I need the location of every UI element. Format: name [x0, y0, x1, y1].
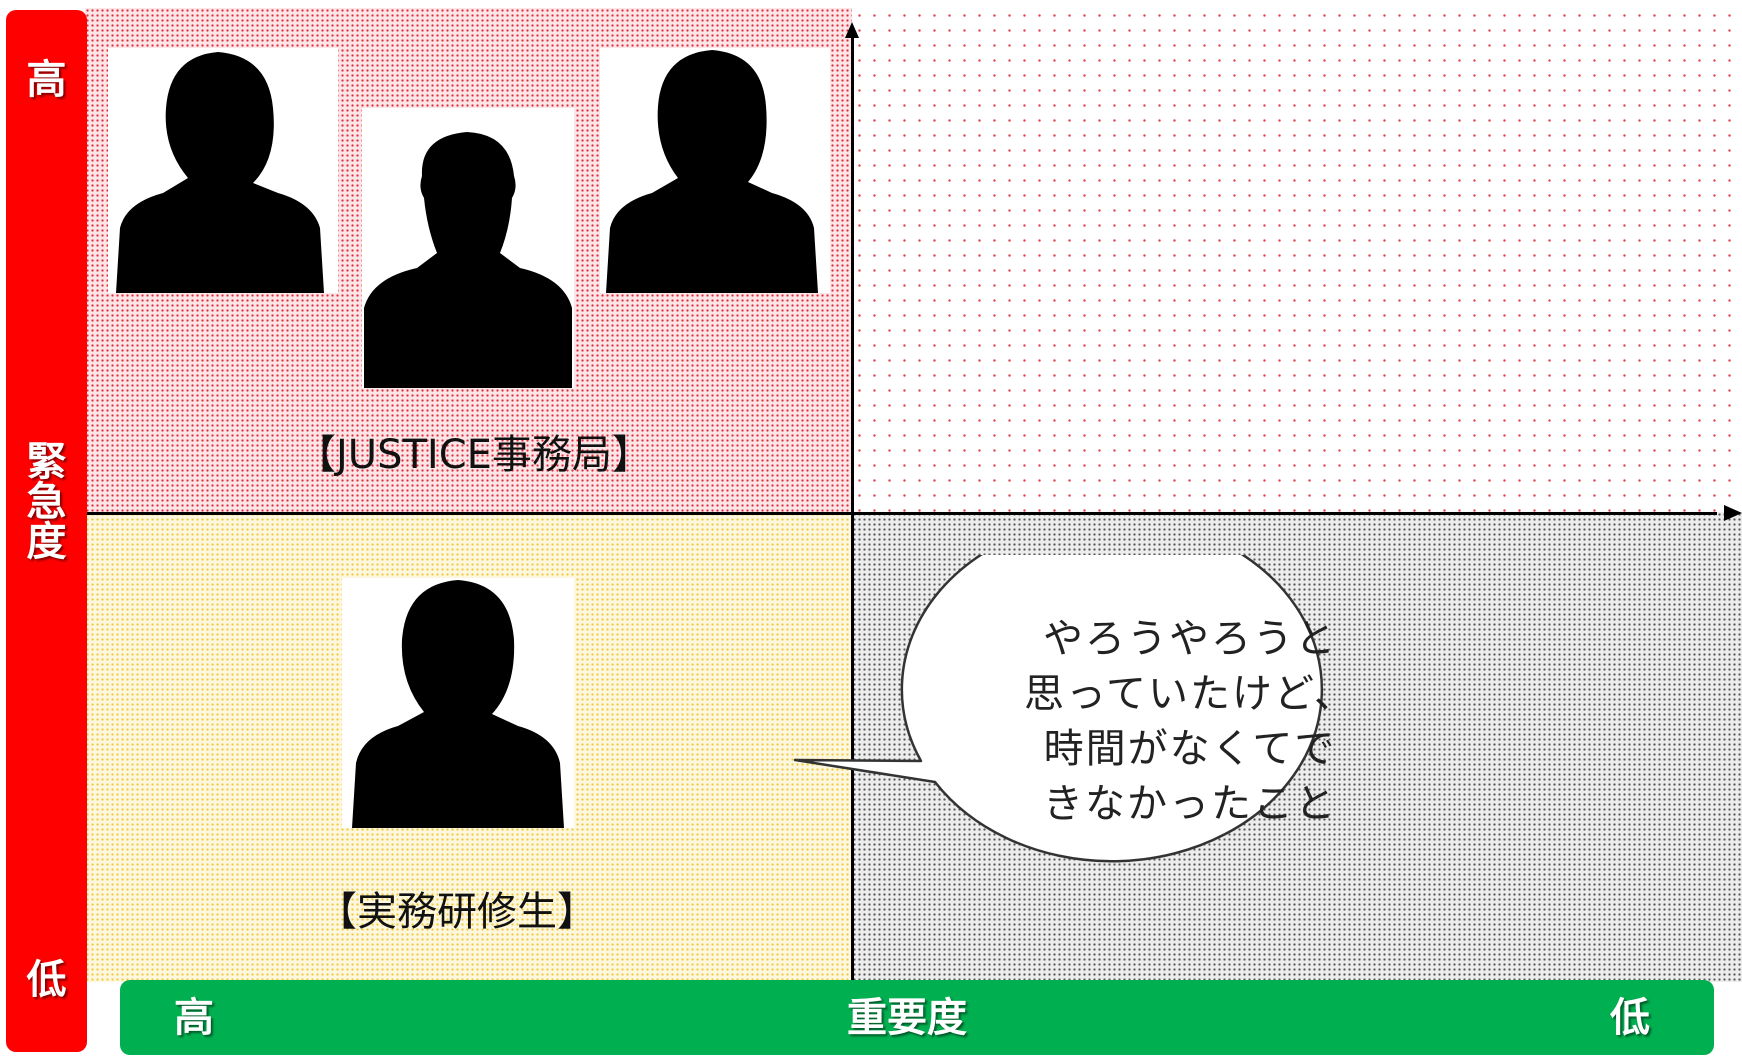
urgency-title-char: 緊	[26, 439, 67, 485]
urgency-low-label: 低	[26, 957, 67, 1003]
person-silhouette-male-icon	[362, 108, 574, 388]
speech-bubble	[793, 555, 1324, 863]
urgency-bar: 高 緊 急 度 低	[6, 10, 87, 1052]
importance-title: 重要度	[847, 995, 967, 1041]
speech-bubble-line: 時間がなくてで	[1043, 726, 1337, 772]
person-silhouette-female-icon	[600, 48, 830, 293]
quadrant-urgent-not-important	[852, 8, 1742, 512]
importance-axis-line	[87, 512, 1717, 515]
urgency-high-label: 高	[26, 57, 67, 103]
person-silhouette-female-icon	[342, 578, 574, 828]
speech-bubble-text: やろうやろうと 思っていたけど、 時間がなくてで きなかったこと	[965, 612, 1415, 832]
urgency-axis-line	[851, 32, 854, 980]
importance-high-label: 高	[174, 995, 214, 1041]
axis-arrowhead-right-icon	[1724, 505, 1742, 521]
importance-bar: 高 重要度 低	[120, 980, 1714, 1055]
importance-low-label: 低	[1610, 995, 1650, 1041]
speech-bubble-line: きなかったこと	[1043, 781, 1337, 827]
person-silhouette-female-icon	[108, 48, 338, 293]
speech-bubble-line: やろうやろうと	[1043, 616, 1337, 662]
trainee-caption: 【実務研修生】	[317, 889, 597, 935]
secretariat-caption: 【JUSTICE事務局】	[296, 432, 652, 478]
urgency-title: 緊 急 度	[6, 442, 87, 562]
urgency-title-char: 度	[26, 519, 67, 565]
axis-arrowhead-up-icon	[845, 22, 859, 38]
urgency-title-char: 急	[26, 479, 67, 525]
speech-bubble-line: 思っていたけど、	[1024, 671, 1356, 717]
